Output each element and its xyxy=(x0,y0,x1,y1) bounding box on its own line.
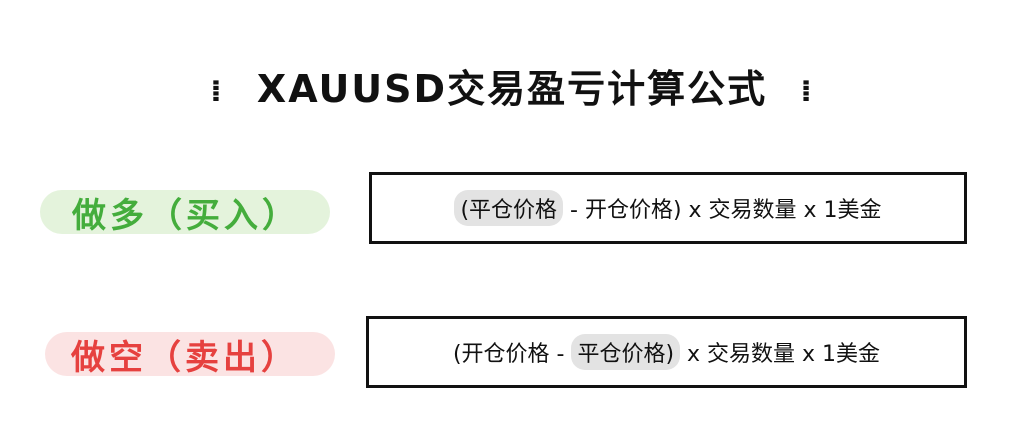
formula-text: x 交易数量 x 1美金 xyxy=(681,198,882,223)
long-position-label: 做多（买入） xyxy=(40,190,330,236)
formula-text: x 交易数量 x 1美金 xyxy=(680,342,881,367)
formula-text: (开仓价格 - xyxy=(452,342,572,367)
page-title: ⁞ XAUUSD交易盈亏计算公式 ⁞ xyxy=(0,58,1024,113)
sparkle-right-icon: ⁞ xyxy=(800,74,814,109)
formula-highlight: (平仓价格 xyxy=(454,190,564,226)
short-formula-box: (开仓价格 - 平仓价格) x 交易数量 x 1美金 xyxy=(366,316,967,388)
formula-text: - 开仓价格) xyxy=(563,198,682,223)
sparkle-left-icon: ⁞ xyxy=(210,74,224,109)
formula-highlight: 平仓价格) xyxy=(571,334,681,370)
short-position-label: 做空（卖出） xyxy=(45,332,335,378)
title-text: XAUUSD交易盈亏计算公式 xyxy=(256,67,768,111)
long-formula-box: (平仓价格 - 开仓价格) x 交易数量 x 1美金 xyxy=(369,172,967,244)
